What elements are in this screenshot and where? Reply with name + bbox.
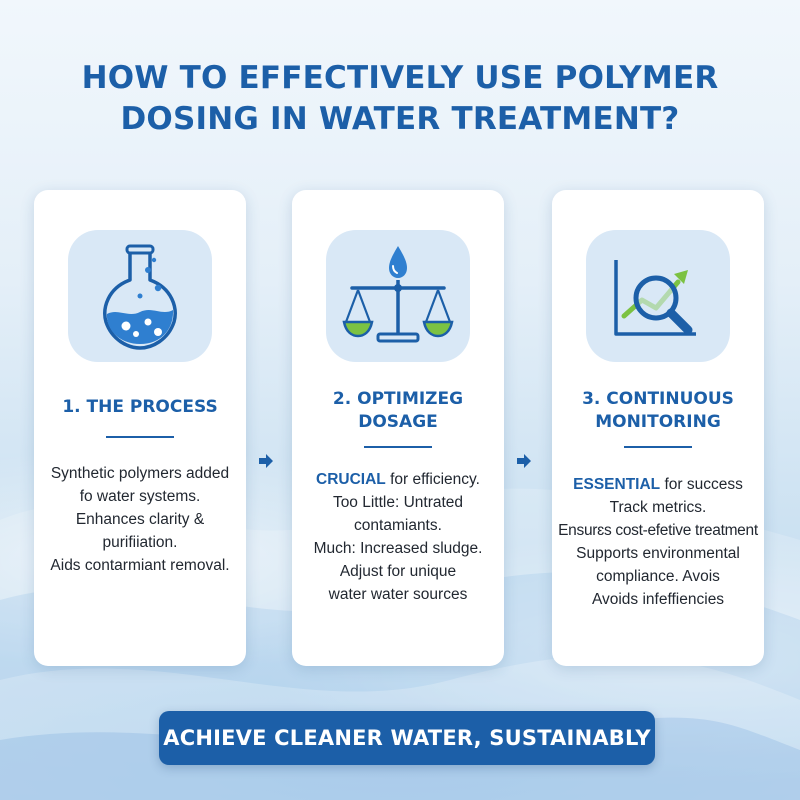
body-line: CRUCIAL for efficiency. [296, 468, 500, 491]
card-title: 1. THE PROCESS [34, 396, 246, 419]
card-body: Synthetic polymers added fo water system… [38, 462, 242, 577]
body-line: Adjust for unique [339, 563, 457, 580]
body-line: Track metrics. [609, 499, 707, 516]
body-line: Avoids infeffiencies [591, 591, 725, 608]
balance-scale-icon [342, 246, 454, 343]
card-optimizing-dosage: 2. OPTIMIZEG DOSAGE CRUCIAL for efficien… [292, 190, 504, 666]
card-title: 2. OPTIMIZEG DOSAGE [292, 388, 504, 434]
body-line: Aids contarmiant removal. [50, 557, 230, 574]
body-line: purifiiation. [102, 534, 178, 551]
highlight-word: ESSENTIAL [573, 476, 661, 493]
body-line: Enhances clarity & [75, 511, 205, 528]
card-the-process: 1. THE PROCESS Synthetic polymers added … [34, 190, 246, 666]
arrow-right-icon [259, 454, 273, 468]
icon-tile [586, 230, 730, 362]
card-title-line: DOSAGE [358, 412, 438, 432]
body-line: compliance. Avois [596, 568, 720, 585]
title-divider [624, 446, 692, 448]
flask-icon [103, 244, 177, 350]
icon-tile [326, 230, 470, 362]
body-line: ESSENTIAL for success [556, 473, 760, 496]
body-line: Ensurɛs cost-efetive treatment [558, 522, 758, 539]
card-continuous-monitoring: 3. CONTINUOUS MONITORING ESSENTIAL for s… [552, 190, 764, 666]
page-title-line-2: DOSING IN WATER TREATMENT? [120, 101, 680, 137]
call-to-action-banner: ACHIEVE CLEANER WATER, SUSTAINABLY [159, 711, 655, 765]
card-title-line: MONITORING [595, 412, 721, 432]
card-body: ESSENTIAL for success Track metrics. Ens… [556, 473, 760, 611]
body-line-text: for efficiency. [385, 471, 480, 488]
title-divider [106, 436, 174, 438]
body-line: Synthetic polymers added [50, 465, 230, 482]
body-line: contamiants. [354, 517, 442, 534]
body-line: water water sources [328, 586, 468, 603]
body-line: fo water systems. [79, 488, 201, 505]
icon-tile [68, 230, 212, 362]
page-title-line-1: HOW TO EFFECTIVELY USE POLYMER [81, 60, 719, 96]
chart-magnifier-icon [614, 260, 696, 336]
page-title: HOW TO EFFECTIVELY USE POLYMER DOSING IN… [0, 58, 800, 140]
card-title-line: 3. CONTINUOUS [582, 389, 734, 409]
card-title-line: 2. OPTIMIZEG [332, 389, 464, 409]
highlight-word: CRUCIAL [316, 471, 386, 488]
card-title-line: 1. THE PROCESS [62, 397, 218, 417]
arrow-right-icon [517, 454, 531, 468]
body-line-text: for success [660, 476, 743, 493]
body-line: Supports environmental [576, 545, 740, 562]
body-line: Too Little: Untrated [332, 494, 464, 511]
title-divider [364, 446, 432, 448]
body-line: Much: Increased sludge. [313, 540, 483, 557]
card-body: CRUCIAL for efficiency. Too Little: Untr… [296, 468, 500, 606]
card-title: 3. CONTINUOUS MONITORING [552, 388, 764, 434]
